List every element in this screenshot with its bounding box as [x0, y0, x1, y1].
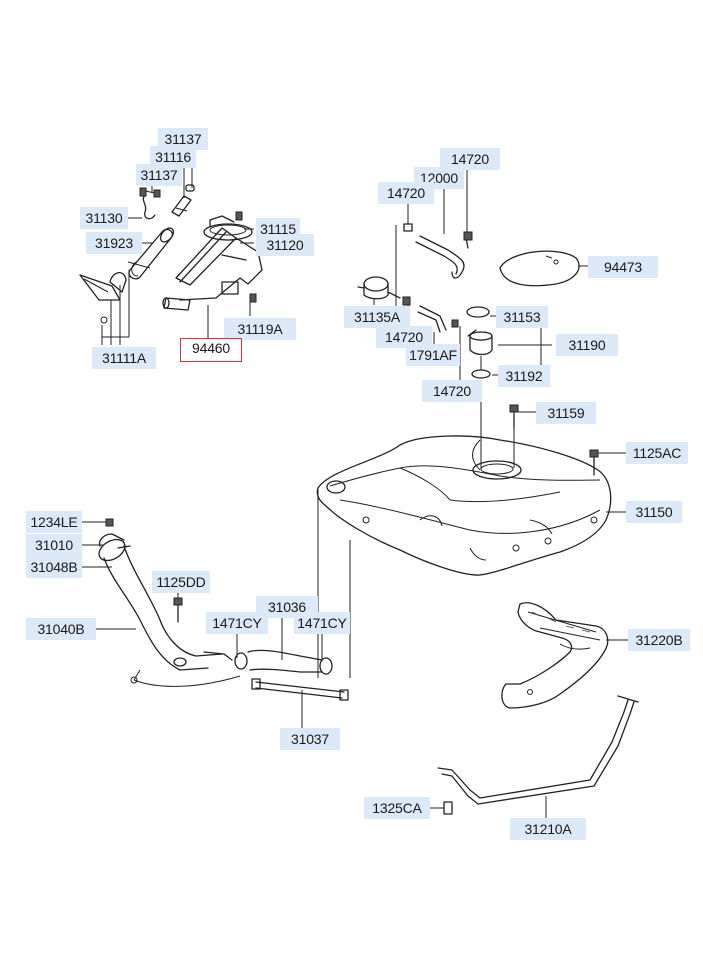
part-label-1471CY-right[interactable]: 1471CY — [294, 612, 350, 634]
part-label-1471CY-left[interactable]: 1471CY — [206, 612, 268, 634]
strap-leaders — [430, 796, 547, 818]
part-label-31137-mid[interactable]: 31137 — [136, 164, 182, 186]
tank-strap — [437, 695, 639, 815]
filler-leaders — [82, 521, 323, 728]
part-label-31220B[interactable]: 31220B — [628, 629, 690, 651]
tank-leaders — [317, 452, 626, 678]
part-label-31137-top[interactable]: 31137 — [158, 128, 208, 150]
part-label-31111A[interactable]: 31111A — [92, 347, 156, 369]
vapor-hose-group — [357, 223, 580, 429]
part-label-31150[interactable]: 31150 — [626, 501, 682, 523]
part-label-31190[interactable]: 31190 — [556, 334, 618, 356]
part-label-31040B[interactable]: 31040B — [26, 618, 96, 640]
part-label-31192[interactable]: 31192 — [498, 365, 550, 387]
part-label-94460[interactable]: 94460 — [180, 338, 242, 362]
part-label-14720-top[interactable]: 14720 — [440, 148, 500, 170]
part-label-14720-upper-left[interactable]: 14720 — [378, 182, 434, 204]
part-label-1234LE[interactable]: 1234LE — [26, 511, 82, 533]
part-label-1125AC[interactable]: 1125AC — [626, 442, 688, 464]
part-label-31159[interactable]: 31159 — [536, 402, 596, 424]
part-label-31010[interactable]: 31010 — [26, 534, 82, 556]
part-label-31119A[interactable]: 31119A — [224, 318, 296, 340]
fuel-pump-assembly-group — [79, 184, 263, 324]
fuel-tank — [316, 435, 612, 576]
part-label-31130[interactable]: 31130 — [80, 207, 128, 229]
part-label-31153[interactable]: 31153 — [496, 306, 548, 328]
part-label-31048B[interactable]: 31048B — [26, 556, 82, 578]
part-label-31120[interactable]: 31120 — [256, 234, 314, 256]
part-label-14720-mid[interactable]: 14720 — [376, 326, 432, 348]
part-label-14720-lower[interactable]: 14720 — [422, 380, 482, 402]
part-label-1125DD[interactable]: 1125DD — [152, 571, 210, 593]
part-label-31116[interactable]: 31116 — [150, 146, 196, 168]
part-label-31037[interactable]: 31037 — [280, 728, 340, 750]
heat-shield — [501, 602, 609, 709]
part-label-31210A[interactable]: 31210A — [510, 818, 586, 840]
part-label-1791AF[interactable]: 1791AF — [406, 344, 460, 366]
part-label-1325CA[interactable]: 1325CA — [364, 797, 430, 819]
part-label-31923[interactable]: 31923 — [86, 232, 142, 254]
part-label-94473[interactable]: 94473 — [588, 256, 658, 278]
filler-neck-group — [98, 518, 349, 701]
part-label-31135A[interactable]: 31135A — [344, 306, 410, 328]
